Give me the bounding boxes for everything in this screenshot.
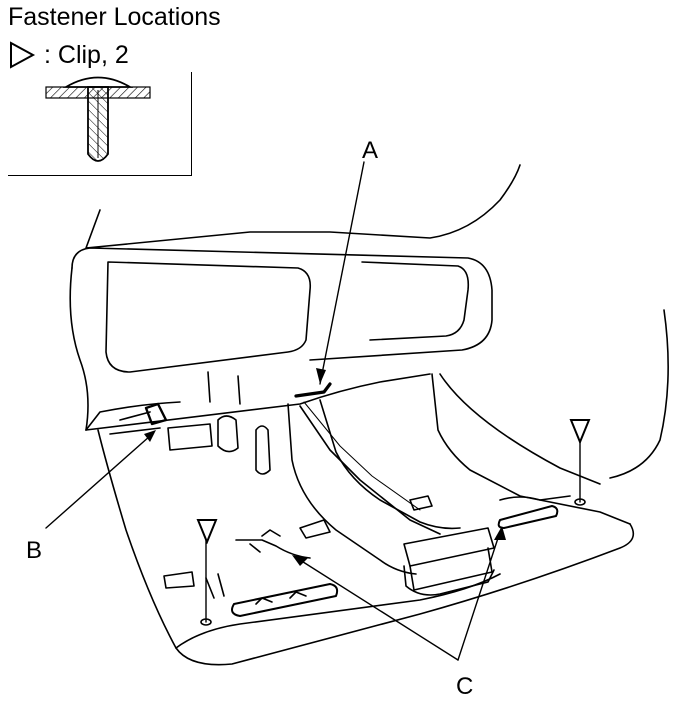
clip-marker-left-icon bbox=[196, 519, 218, 544]
callout-c: C bbox=[456, 673, 474, 700]
callout-a: A bbox=[362, 137, 379, 164]
legend: : Clip, 2 bbox=[8, 40, 129, 70]
clip-detail-inset bbox=[8, 72, 192, 176]
clip-illustration bbox=[45, 76, 151, 162]
clip-marker-right-icon bbox=[569, 419, 591, 444]
diagram-title: Fastener Locations bbox=[8, 3, 221, 31]
legend-label: : Clip, 2 bbox=[44, 40, 129, 69]
callout-b: B bbox=[26, 537, 43, 564]
triangle-outline-icon bbox=[10, 41, 36, 69]
